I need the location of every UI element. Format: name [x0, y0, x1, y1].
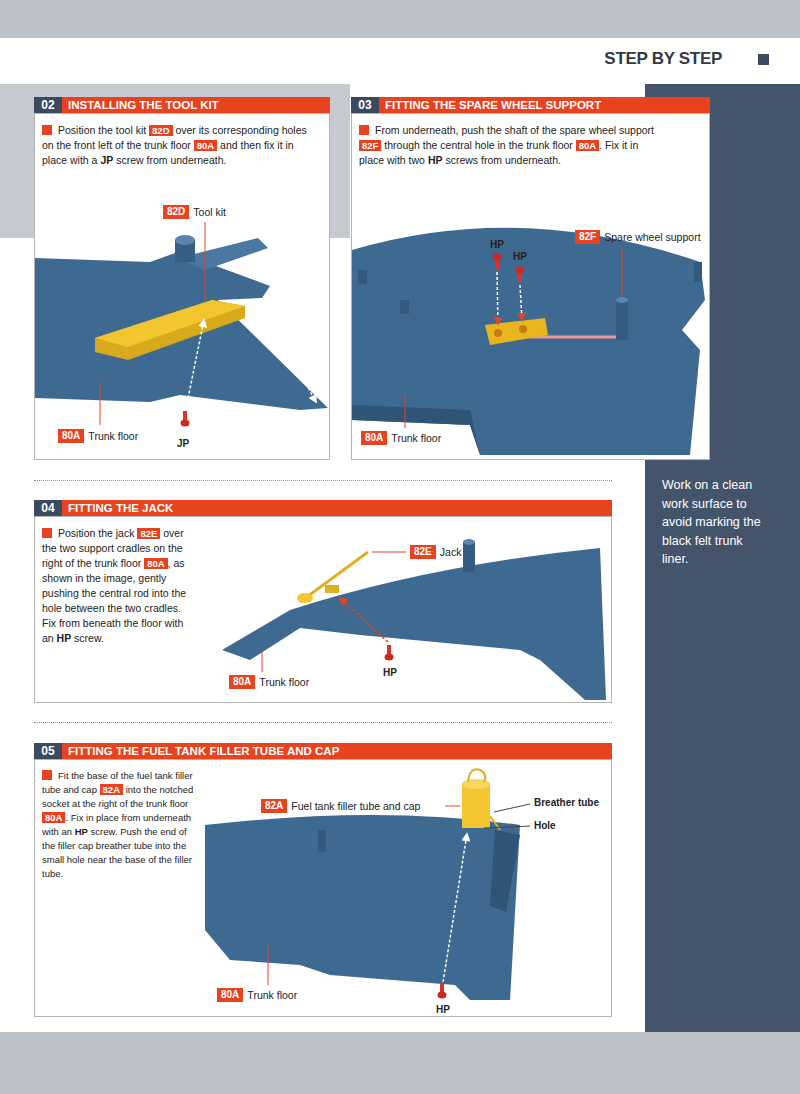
part-name: Jack: [440, 545, 462, 559]
part-number: 82E: [410, 545, 436, 559]
part-number: 80A: [58, 429, 84, 443]
screw-code: HP: [75, 826, 88, 837]
label: HP: [490, 239, 504, 251]
part-callout: 82D Tool kit: [163, 205, 226, 219]
step-heading: 03FITTING THE SPARE WHEEL SUPPORT: [351, 97, 710, 113]
part-callout: 80A Trunk floor: [58, 429, 138, 443]
bottom-band: [0, 1032, 800, 1094]
step-number: 02: [34, 97, 62, 113]
part-tag: 82F: [359, 140, 381, 151]
part-name: Trunk floor: [88, 429, 138, 443]
part-number: 80A: [361, 431, 387, 445]
part-number: 82F: [575, 230, 600, 244]
step-heading: 05FITTING THE FUEL TANK FILLER TUBE AND …: [34, 743, 612, 759]
step-title: FITTING THE JACK: [62, 500, 612, 516]
label: HP: [513, 251, 527, 263]
part-number: 82A: [261, 799, 287, 813]
part-tag: 82E: [137, 528, 160, 539]
bullet-square: [359, 125, 369, 135]
bullet-square: [42, 770, 52, 780]
step-text: Position the tool kit 82D over its corre…: [42, 124, 307, 166]
side-note: Work on a clean work surface to avoid ma…: [662, 476, 768, 569]
top-band: [0, 0, 800, 38]
part-tag: 80A: [576, 140, 599, 151]
screw-code: JP: [100, 154, 113, 166]
step-text: Fit the base of the fuel tank filler tub…: [42, 770, 193, 879]
step-body: Fit the base of the fuel tank filler tub…: [42, 769, 196, 881]
part-name: Trunk floor: [247, 988, 297, 1002]
label: Hole: [534, 820, 556, 832]
part-tag: 82D: [149, 125, 172, 136]
step-number: 03: [351, 97, 379, 113]
part-tag: 80A: [194, 140, 217, 151]
part-name: Fuel tank filler tube and cap: [291, 799, 420, 813]
bullet-square: [42, 125, 52, 135]
part-callout: 82E Jack: [410, 545, 461, 559]
screw-code: HP: [57, 632, 72, 644]
header-square: [758, 54, 769, 65]
part-callout: 80A Trunk floor: [361, 431, 441, 445]
part-number: 80A: [229, 675, 255, 689]
step-body: Position the tool kit 82D over its corre…: [42, 123, 308, 168]
bullet-square: [42, 528, 52, 538]
step-heading: 04FITTING THE JACK: [34, 500, 612, 516]
part-name: Tool kit: [193, 205, 226, 219]
part-callout: 80A Trunk floor: [217, 988, 297, 1002]
label: JP: [177, 438, 189, 450]
part-callout: 82A Fuel tank filler tube and cap: [261, 799, 420, 813]
step-number: 05: [34, 743, 62, 759]
part-callout: 80A Trunk floor: [229, 675, 309, 689]
step-title: INSTALLING THE TOOL KIT: [62, 97, 330, 113]
step-panel: 02INSTALLING THE TOOL KIT Position the to…: [34, 97, 330, 460]
page-title: STEP BY STEP: [604, 49, 722, 69]
step-panel: 05FITTING THE FUEL TANK FILLER TUBE AND …: [34, 743, 612, 1017]
separator: [34, 480, 612, 481]
step-number: 04: [34, 500, 62, 516]
part-tag: 80A: [42, 812, 65, 823]
part-number: 82D: [163, 205, 189, 219]
step-title: FITTING THE SPARE WHEEL SUPPORT: [379, 97, 710, 113]
step-panel: 04FITTING THE JACK Position the jack 82E …: [34, 500, 612, 703]
note-text: Work on a clean work surface to avoid ma…: [662, 476, 768, 569]
screw-code: HP: [428, 154, 443, 166]
label: Breather tube: [534, 797, 599, 809]
part-name: Trunk floor: [391, 431, 441, 445]
step-heading: 02INSTALLING THE TOOL KIT: [34, 97, 330, 113]
part-tag: 80A: [144, 558, 167, 569]
part-number: 80A: [217, 988, 243, 1002]
step-title: FITTING THE FUEL TANK FILLER TUBE AND CA…: [62, 743, 612, 759]
step-text: From underneath, push the shaft of the s…: [359, 124, 654, 166]
part-tag: 82A: [100, 784, 123, 795]
step-text: Position the jack 82E over the two suppo…: [42, 527, 186, 644]
step-body: Position the jack 82E over the two suppo…: [42, 526, 192, 646]
step-body: From underneath, push the shaft of the s…: [359, 123, 659, 168]
part-name: Spare wheel support: [604, 230, 700, 244]
separator: [34, 722, 612, 723]
part-callout: 82F Spare wheel support: [575, 230, 701, 244]
label: HP: [436, 1004, 450, 1016]
step-panel: 03FITTING THE SPARE WHEEL SUPPORT From un…: [351, 97, 710, 460]
part-name: Trunk floor: [259, 675, 309, 689]
label: HP: [383, 667, 397, 679]
